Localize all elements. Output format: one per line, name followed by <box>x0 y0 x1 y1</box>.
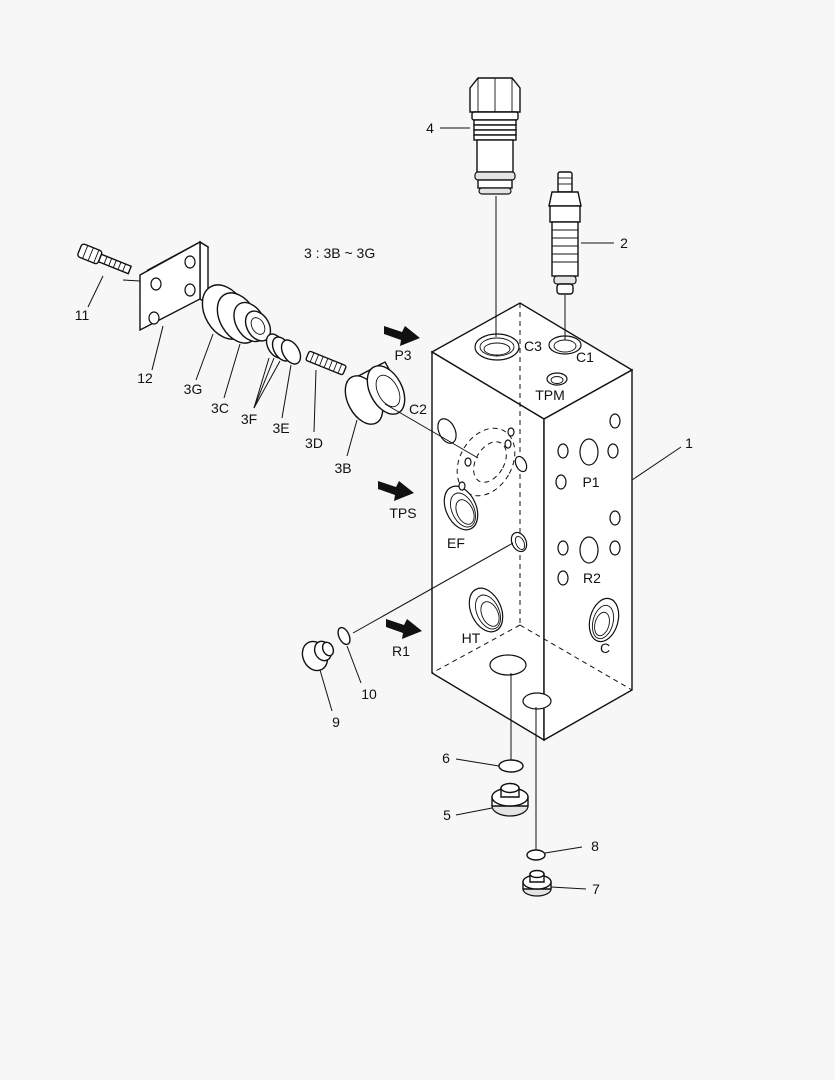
port-label-tpm: TPM <box>535 387 565 403</box>
port-label-p1: P1 <box>582 474 599 490</box>
o-ring-part-8 <box>526 849 546 861</box>
dowel-hole <box>458 481 466 491</box>
callout-9: 9 <box>332 714 340 730</box>
leader-lines <box>87 127 682 890</box>
flow-arrow-p3 <box>384 326 420 346</box>
cover-plate-part-12 <box>139 240 210 332</box>
port-label-ht: HT <box>462 630 481 646</box>
port-label-r2: R2 <box>583 570 601 586</box>
port-r2-hole <box>579 536 599 564</box>
callout-7: 7 <box>592 881 600 897</box>
assembly-note: 3 : 3B ~ 3G <box>304 245 375 261</box>
plug-part-5 <box>491 782 529 817</box>
callout-8: 8 <box>591 838 599 854</box>
callout-2: 2 <box>620 235 628 251</box>
o-ring-part-6 <box>498 759 524 773</box>
dowel-hole <box>504 439 512 449</box>
sleeve-part-3b <box>344 361 406 425</box>
port-label-c: C <box>600 640 610 656</box>
plug-part-9 <box>301 640 335 672</box>
flow-label-p3: P3 <box>394 347 411 363</box>
flow-arrow-tps <box>378 481 414 501</box>
backup-ring-part-3e <box>280 339 302 365</box>
callout-3c: 3C <box>211 400 229 416</box>
callout-6: 6 <box>442 750 450 766</box>
spring-part-3d <box>305 350 347 376</box>
callout-4: 4 <box>426 120 434 136</box>
callout-5: 5 <box>443 807 451 823</box>
callout-3e: 3E <box>272 420 289 436</box>
callout-3b: 3B <box>334 460 351 476</box>
port-c3-hole <box>474 333 520 361</box>
port-ht-hole <box>468 587 504 633</box>
port-ef-hole <box>443 485 479 531</box>
port-plug9-hole <box>510 531 528 553</box>
callout-1: 1 <box>685 435 693 451</box>
callout-3f: 3F <box>241 411 257 427</box>
plug-part-7 <box>522 869 552 897</box>
port-label-c2: C2 <box>409 401 427 417</box>
port-p1-hole <box>579 438 599 466</box>
small-hole <box>514 455 528 473</box>
cartridge-valve-part-4 <box>469 77 521 195</box>
port-label-c3: C3 <box>524 338 542 354</box>
flow-label-tps: TPS <box>389 505 416 521</box>
dowel-hole <box>464 457 472 467</box>
right-face-holes <box>555 413 621 586</box>
flow-arrow-r1 <box>386 619 422 639</box>
dowel-hole <box>507 427 515 437</box>
o-ring-part-10 <box>337 626 351 646</box>
callout-3g: 3G <box>184 381 203 397</box>
port-c-hole <box>588 597 620 643</box>
port-label-c1: C1 <box>576 349 594 365</box>
port-label-ef: EF <box>447 535 465 551</box>
relief-valve-part-2 <box>548 171 582 295</box>
flow-label-r1: R1 <box>392 643 410 659</box>
bolt-part-11 <box>77 243 133 275</box>
valve-block <box>430 302 634 742</box>
plug-part-3c <box>216 292 272 344</box>
callout-3d: 3D <box>305 435 323 451</box>
port-tpm-hole <box>546 372 568 386</box>
callout-10: 10 <box>361 686 377 702</box>
callout-11: 11 <box>75 307 90 323</box>
callout-12: 12 <box>137 370 153 386</box>
